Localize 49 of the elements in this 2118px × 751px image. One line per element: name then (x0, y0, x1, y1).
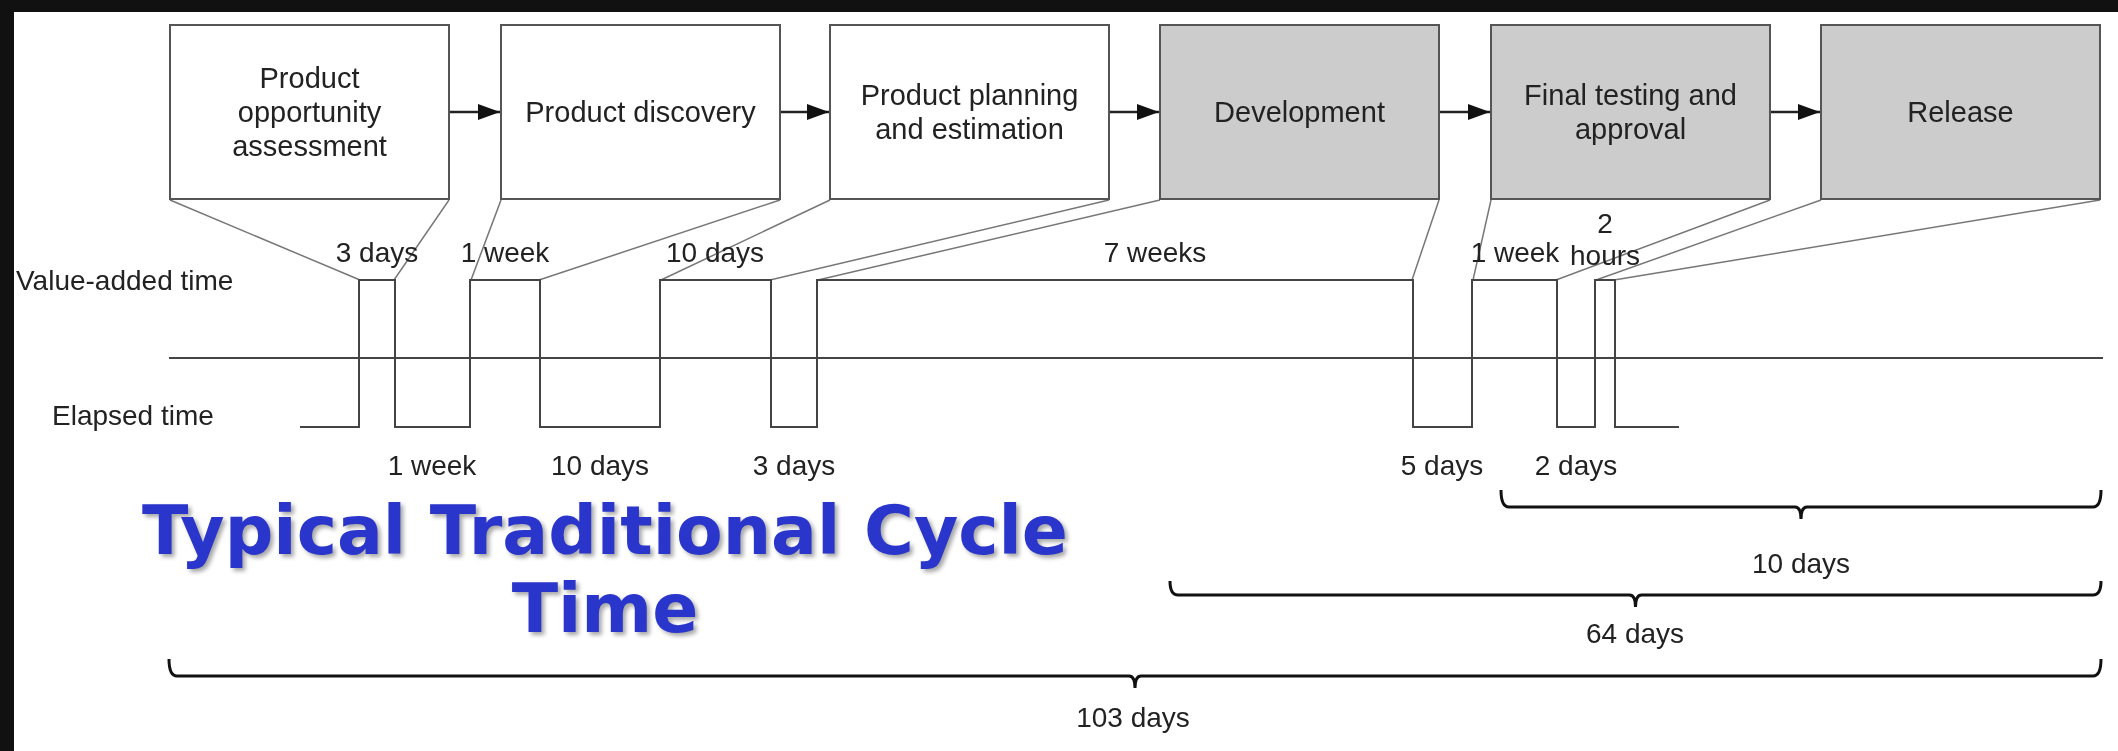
arrow (450, 104, 500, 120)
box-label: Product opportunity assessment (231, 61, 388, 163)
span-label: 10 days (1751, 548, 1851, 580)
process-box (1159, 24, 1440, 200)
box-label: Final testing and approval (1523, 78, 1738, 146)
leader-line (769, 199, 1110, 281)
arrow (1440, 104, 1490, 120)
leader-line (1411, 199, 1440, 281)
process-box (1820, 24, 2101, 200)
value-added-bar (659, 279, 772, 358)
box-label: Development (1213, 95, 1386, 129)
duration-label: 10 days (550, 450, 650, 482)
process-box (500, 24, 781, 200)
leader-line (1555, 199, 1771, 281)
duration-label: 5 days (1400, 450, 1484, 482)
value-added-bar (1594, 279, 1616, 358)
value-added-bar (469, 279, 541, 358)
leader-line (393, 199, 450, 281)
leader-line (538, 199, 781, 281)
process-box (1490, 24, 1771, 200)
leader-line (470, 199, 502, 281)
duration-label: 2 days (1534, 450, 1618, 482)
leader-line (169, 199, 361, 281)
span-label: 64 days (1585, 618, 1685, 650)
value-added-bar (816, 279, 1414, 358)
duration-label: 3 days (752, 450, 836, 482)
box-label: Product discovery (524, 95, 757, 129)
value-added-bar (1471, 279, 1558, 358)
duration-label: 1 week (460, 237, 550, 269)
title: Typical Traditional Cycle Time (141, 492, 1069, 648)
duration-label: 1 week (387, 450, 477, 482)
box-label: Product planning and estimation (859, 78, 1080, 146)
row-label: Elapsed time (52, 400, 214, 432)
duration-label: 10 days (665, 237, 765, 269)
arrow (1110, 104, 1159, 120)
arrow (1771, 104, 1820, 120)
arrow (781, 104, 829, 120)
process-box (829, 24, 1110, 200)
row-label: Value-added time (16, 265, 234, 297)
leader-line (1595, 199, 1822, 281)
process-box (169, 24, 450, 200)
box-label: Release (1906, 95, 2015, 129)
value-added-bar (358, 279, 396, 358)
leader-line (660, 199, 831, 281)
span-label: 103 days (1076, 702, 1190, 734)
leader-line (1472, 199, 1492, 281)
leader-line (1613, 199, 2101, 281)
duration-label: 7 weeks (1103, 237, 1207, 269)
duration-label: 1 week (1470, 237, 1560, 269)
